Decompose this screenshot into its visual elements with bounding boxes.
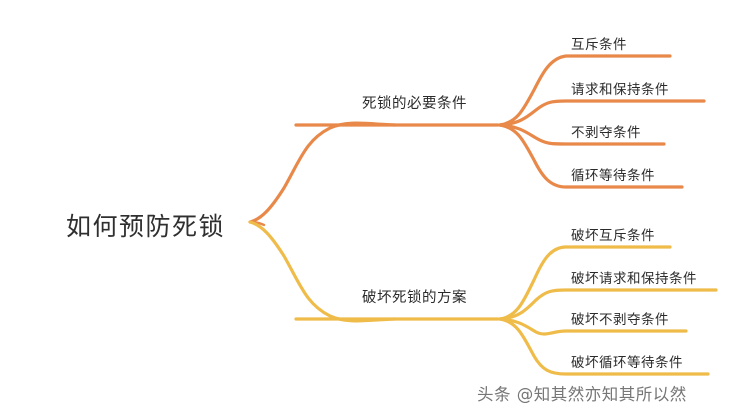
connector-branch2-leaf-2	[498, 288, 718, 321]
connector-branch1-leaf-1	[498, 54, 672, 127]
connector-root-to-branch-1	[248, 121, 397, 224]
leaf-node-1-3[interactable]: 不剥夺条件	[571, 125, 641, 141]
leaf-node-2-4[interactable]: 破坏循环等待条件	[571, 355, 683, 371]
leaf-node-1-2[interactable]: 请求和保持条件	[571, 82, 669, 98]
connector-branch2-leaf-1	[498, 245, 672, 321]
leaf-node-1-4[interactable]: 循环等待条件	[571, 168, 655, 184]
leaf-node-1-1[interactable]: 互斥条件	[571, 37, 627, 53]
branch-node-1[interactable]: 死锁的必要条件	[362, 96, 467, 112]
connector-branch2-leaf-3	[498, 317, 688, 336]
connector-branch1-leaf-4	[498, 123, 684, 189]
watermark: 头条 @知其然亦知其所以然	[477, 385, 687, 404]
leaf-node-2-2[interactable]: 破坏请求和保持条件	[571, 271, 697, 287]
connector-branch1-leaf-3	[498, 123, 666, 146]
connector-branch1-leaf-2	[498, 99, 706, 127]
leaf-node-2-1[interactable]: 破坏互斥条件	[571, 228, 655, 244]
connector-root-to-branch-2	[248, 220, 397, 323]
connector-branch2-leaf-4	[498, 317, 710, 376]
root-node[interactable]: 如何预防死锁	[66, 212, 226, 241]
branch-node-2[interactable]: 破坏死锁的方案	[362, 290, 467, 306]
leaf-node-2-3[interactable]: 破坏不剥夺条件	[571, 312, 669, 328]
